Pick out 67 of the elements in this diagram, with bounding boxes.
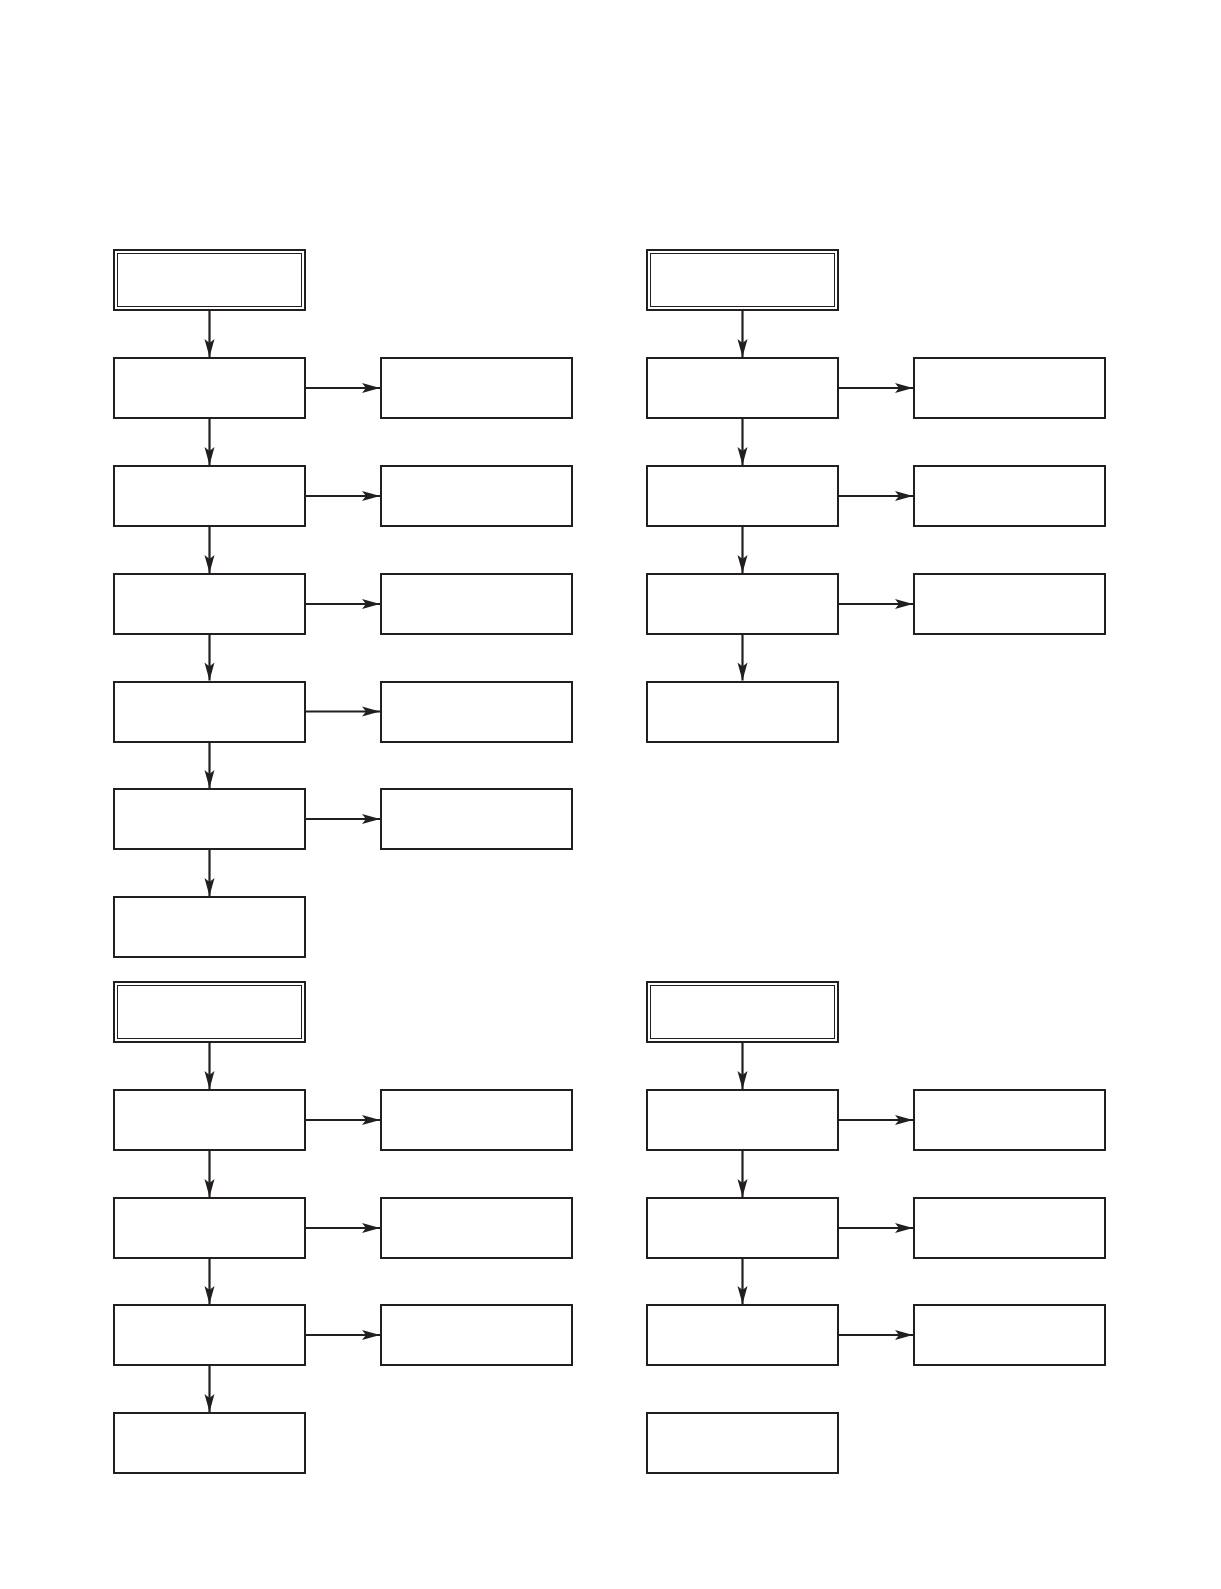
process-box xyxy=(380,1197,573,1259)
arrow xyxy=(204,419,215,465)
arrow xyxy=(839,1115,913,1125)
arrow xyxy=(306,706,380,717)
arrow xyxy=(204,635,215,681)
arrow xyxy=(737,1043,748,1089)
start-box xyxy=(113,981,306,1043)
process-box xyxy=(113,1304,306,1366)
arrow xyxy=(737,527,748,573)
start-box xyxy=(646,981,839,1043)
process-box xyxy=(380,1089,573,1151)
arrow xyxy=(737,1151,748,1197)
arrow xyxy=(204,311,215,357)
process-box xyxy=(380,788,573,850)
process-box xyxy=(646,465,839,527)
process-box xyxy=(913,1089,1106,1151)
process-box xyxy=(113,1412,306,1474)
process-box xyxy=(380,680,573,743)
arrow xyxy=(737,635,748,681)
start-box xyxy=(646,249,839,311)
process-box xyxy=(113,465,306,527)
process-box xyxy=(113,788,306,850)
process-box xyxy=(380,357,573,419)
process-box xyxy=(380,1304,573,1366)
arrow xyxy=(204,1259,215,1304)
process-box xyxy=(913,1304,1106,1366)
process-box xyxy=(380,465,573,527)
arrow xyxy=(306,1115,380,1125)
process-box xyxy=(113,896,306,958)
arrow xyxy=(306,599,380,609)
arrow xyxy=(839,599,913,609)
arrow xyxy=(306,814,380,824)
arrow xyxy=(204,1366,215,1412)
arrow xyxy=(839,383,913,393)
arrow xyxy=(204,850,215,896)
process-box xyxy=(646,357,839,419)
arrow xyxy=(306,491,380,501)
process-box xyxy=(380,573,573,635)
process-box xyxy=(913,465,1106,527)
arrow xyxy=(306,1330,380,1340)
start-box xyxy=(113,249,306,311)
arrow xyxy=(839,1330,913,1340)
process-box xyxy=(113,1089,306,1151)
arrow xyxy=(737,419,748,465)
process-box xyxy=(913,573,1106,635)
arrow xyxy=(306,383,380,393)
process-box xyxy=(646,1197,839,1259)
process-box xyxy=(913,357,1106,419)
process-box xyxy=(113,680,306,743)
process-box xyxy=(646,680,839,743)
arrow xyxy=(839,491,913,501)
arrow xyxy=(306,1223,380,1233)
arrow xyxy=(839,1223,913,1233)
arrow xyxy=(204,742,215,788)
process-box xyxy=(113,1197,306,1259)
process-box xyxy=(113,357,306,419)
arrow xyxy=(737,1259,748,1304)
process-box xyxy=(113,573,306,635)
arrow xyxy=(204,527,215,573)
process-box xyxy=(913,1197,1106,1259)
process-box xyxy=(646,1089,839,1151)
arrow xyxy=(737,311,748,357)
arrow xyxy=(204,1151,215,1197)
process-box xyxy=(646,1412,839,1474)
process-box xyxy=(646,573,839,635)
process-box xyxy=(646,1304,839,1366)
arrow xyxy=(204,1043,215,1089)
